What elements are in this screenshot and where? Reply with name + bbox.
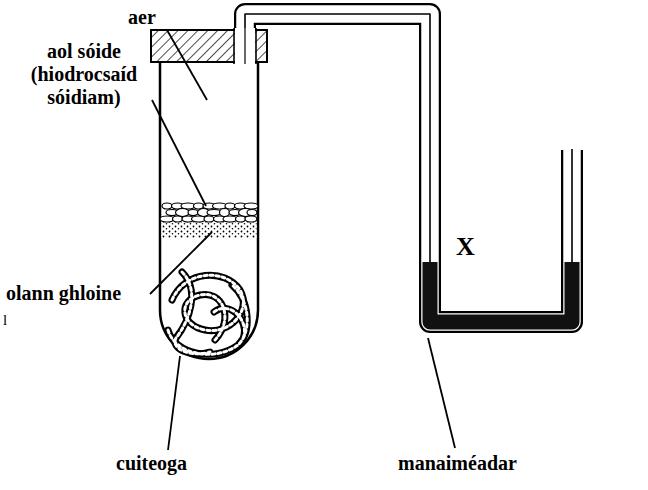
point-label: X [456, 232, 475, 262]
leader-lines [150, 30, 455, 450]
pebble [162, 203, 172, 209]
manometer-tube [245, 14, 572, 322]
manometer-liquid [430, 262, 572, 322]
stray-mark: l [3, 312, 7, 329]
pebble [236, 216, 246, 222]
part-label: olann ghloine [6, 282, 121, 305]
part-label: cuiteoga [116, 452, 187, 475]
pebble [247, 210, 257, 216]
part-label: aol sóide (hiodrocsaíd sóidiam) [8, 40, 160, 109]
pebble [220, 209, 230, 217]
tube-bore [235, 28, 255, 64]
test-tube [160, 58, 258, 359]
pebble [204, 216, 214, 222]
pebble [188, 210, 198, 216]
pebble [245, 216, 257, 222]
pebble [225, 203, 235, 209]
part-label: manaiméadar [398, 452, 517, 475]
pebble [173, 216, 183, 222]
earthworms [168, 272, 247, 354]
part-label: aer [128, 6, 156, 29]
soda-lime [160, 203, 258, 222]
